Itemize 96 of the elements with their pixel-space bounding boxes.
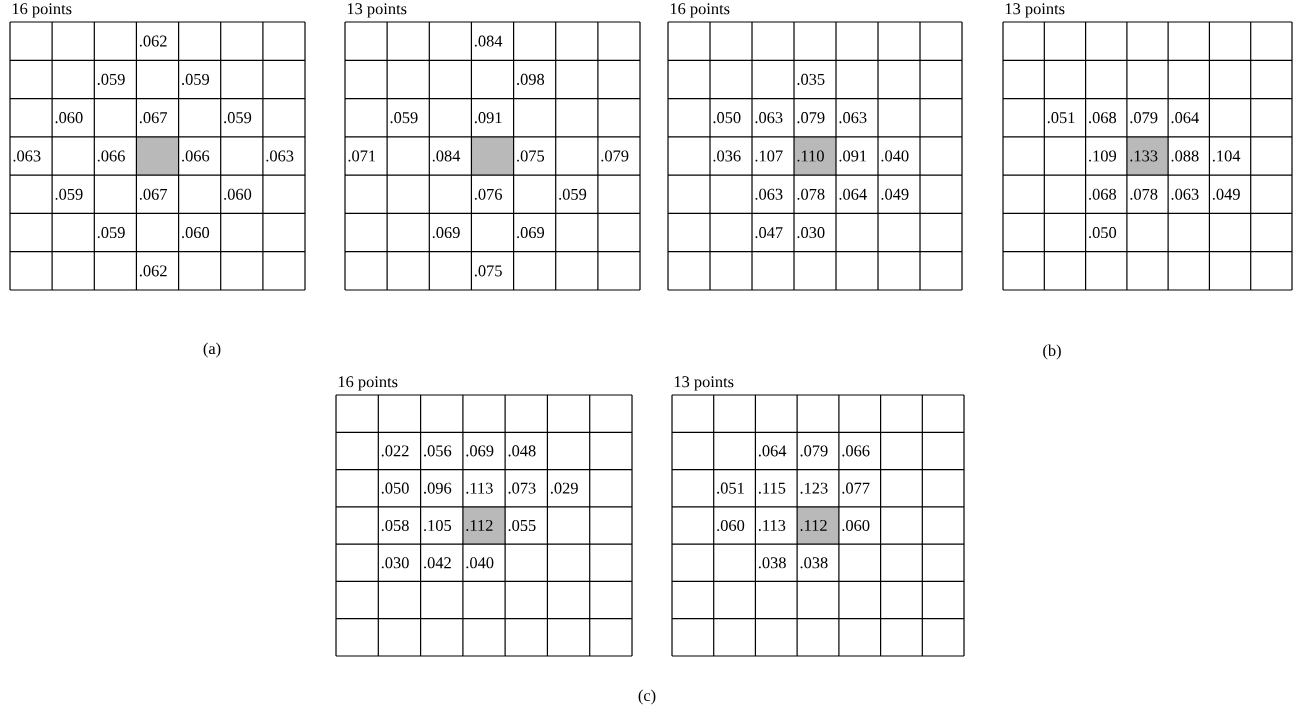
cell-value: .058 bbox=[381, 519, 409, 532]
cell-value: .040 bbox=[881, 150, 909, 162]
cell-value: .050 bbox=[1089, 227, 1117, 239]
cell-value: .088 bbox=[1171, 150, 1199, 162]
cell-value: .060 bbox=[224, 188, 252, 200]
cell-value: .073 bbox=[508, 482, 536, 494]
grid-title: 13 points bbox=[674, 376, 734, 391]
cell-value: .063 bbox=[839, 112, 867, 124]
cell-value: .059 bbox=[390, 112, 418, 124]
cell-value: .076 bbox=[474, 188, 502, 200]
cell-value: .059 bbox=[97, 73, 125, 85]
cell-value: .049 bbox=[881, 188, 909, 200]
cell-value: .055 bbox=[508, 519, 536, 532]
cell-value: .062 bbox=[139, 265, 167, 277]
cell-value: .109 bbox=[1089, 150, 1117, 162]
cell-value: .067 bbox=[139, 112, 167, 124]
cell-value: .079 bbox=[1130, 112, 1158, 124]
cell-value: .063 bbox=[266, 150, 294, 162]
cell-value: .060 bbox=[182, 227, 210, 239]
cell-value: .063 bbox=[13, 150, 41, 162]
cell-value: .047 bbox=[755, 227, 783, 239]
cell-value: .059 bbox=[55, 188, 83, 200]
cell-value: .110 bbox=[797, 150, 824, 162]
cell-value: .078 bbox=[1130, 188, 1158, 200]
panel-label: (b) bbox=[1043, 344, 1061, 360]
cell-value: .077 bbox=[842, 482, 870, 494]
cell-value: .069 bbox=[432, 227, 460, 239]
cell-value: .040 bbox=[466, 557, 494, 569]
cell-value: .063 bbox=[755, 112, 783, 124]
cell-value: .064 bbox=[758, 445, 787, 457]
cell-value: .067 bbox=[139, 188, 167, 200]
grid-title: 16 points bbox=[338, 376, 398, 391]
cell-value: .029 bbox=[550, 482, 578, 494]
cell-value: .123 bbox=[800, 482, 828, 494]
cell-value: .112 bbox=[800, 519, 827, 532]
cell-value: .059 bbox=[97, 227, 125, 239]
cell-value: .079 bbox=[797, 112, 825, 124]
cell-value: .079 bbox=[800, 445, 828, 457]
cell-value: .060 bbox=[55, 112, 83, 124]
cell-value: .066 bbox=[842, 445, 870, 457]
cell-value: .068 bbox=[1089, 112, 1117, 124]
cell-value: .107 bbox=[755, 150, 783, 162]
cell-value: .064 bbox=[839, 188, 867, 200]
cell-value: .060 bbox=[842, 519, 870, 532]
cell-value: .084 bbox=[432, 150, 461, 162]
cell-value: .104 bbox=[1212, 150, 1241, 162]
cell-value: .059 bbox=[182, 73, 210, 85]
cell-value: .064 bbox=[1171, 112, 1199, 124]
cell-value: .050 bbox=[713, 112, 741, 124]
cell-value: .098 bbox=[517, 73, 545, 85]
cell-value: .035 bbox=[797, 73, 825, 85]
cell-value: .048 bbox=[508, 445, 536, 457]
panel-label: (a) bbox=[203, 342, 221, 358]
cell-value: .030 bbox=[797, 227, 825, 239]
cell-value: .063 bbox=[755, 188, 783, 200]
grid-title: 16 points bbox=[12, 3, 72, 18]
cell-value: .075 bbox=[474, 265, 502, 277]
cell-value: .091 bbox=[839, 150, 867, 162]
cell-value: .112 bbox=[466, 519, 493, 532]
grid-title: 13 points bbox=[347, 3, 407, 18]
cell-value: .038 bbox=[758, 557, 786, 569]
cell-value: .050 bbox=[381, 482, 409, 494]
cell-value: .084 bbox=[474, 35, 503, 47]
cell-value: .056 bbox=[424, 445, 452, 457]
cell-value: .051 bbox=[717, 482, 744, 494]
cell-value: .059 bbox=[224, 112, 252, 124]
cell-value: .059 bbox=[559, 188, 587, 200]
cell-value: .036 bbox=[713, 150, 741, 162]
cell-value: .042 bbox=[424, 557, 451, 569]
cell-value: .069 bbox=[517, 227, 545, 239]
cell-value: .038 bbox=[800, 557, 828, 569]
cell-value: .066 bbox=[182, 150, 210, 162]
grid-title: 13 points bbox=[1005, 3, 1065, 18]
cell-value: .133 bbox=[1130, 150, 1158, 162]
cell-value: .113 bbox=[466, 482, 493, 494]
cell-value: .049 bbox=[1212, 188, 1240, 200]
cell-value: .060 bbox=[717, 519, 745, 532]
cell-value: .096 bbox=[424, 482, 452, 494]
cell-value: .051 bbox=[1047, 112, 1075, 124]
cell-value: .069 bbox=[466, 445, 494, 457]
cell-value: .105 bbox=[424, 519, 452, 532]
cell-value: .079 bbox=[601, 150, 629, 162]
cell-value: .078 bbox=[797, 188, 825, 200]
cell-value: .113 bbox=[758, 519, 786, 532]
cell-value: .068 bbox=[1089, 188, 1117, 200]
cell-value: .030 bbox=[381, 557, 409, 569]
cell-value: .071 bbox=[348, 150, 376, 162]
cell-value: .066 bbox=[97, 150, 125, 162]
cell-value: .022 bbox=[381, 445, 409, 457]
cell-value: .063 bbox=[1171, 188, 1199, 200]
cell-value: .115 bbox=[758, 482, 786, 494]
grid-title: 16 points bbox=[670, 3, 730, 18]
cell-value: .075 bbox=[517, 150, 545, 162]
panel-label: (c) bbox=[638, 689, 656, 705]
cell-value: .062 bbox=[139, 35, 167, 47]
cell-value: .091 bbox=[474, 112, 502, 124]
